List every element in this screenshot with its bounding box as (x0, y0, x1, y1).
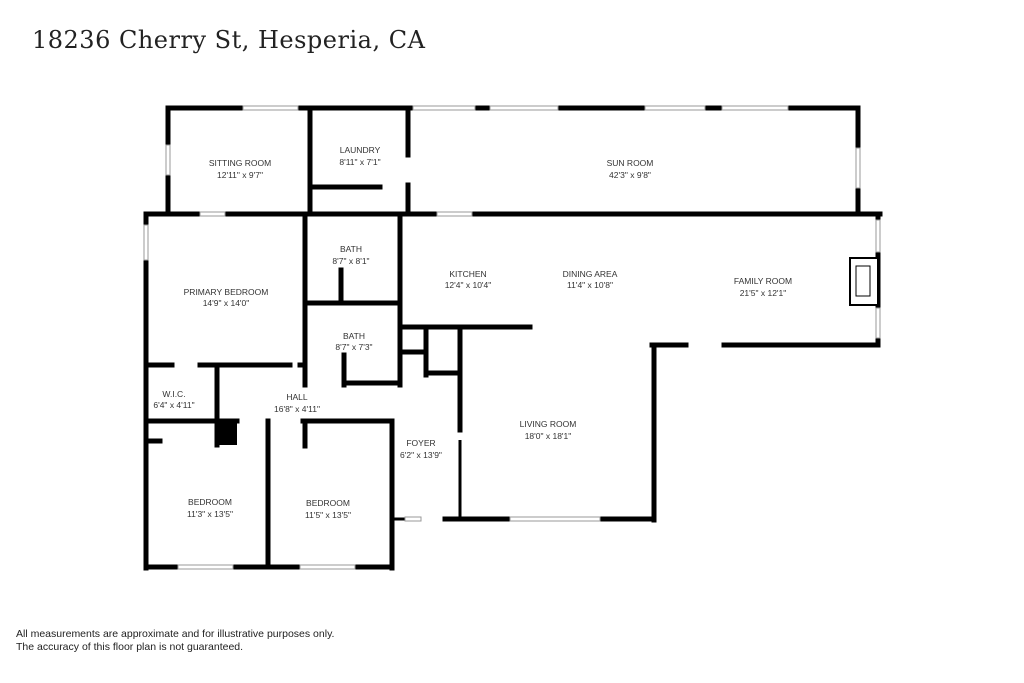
room-hall-name: HALL (286, 392, 308, 402)
room-bed2-name: BEDROOM (306, 498, 350, 508)
room-sitting-dims: 12'11" x 9'7" (217, 170, 263, 180)
disclaimer-line-2: The accuracy of this floor plan is not g… (16, 641, 244, 653)
room-living-name: LIVING ROOM (520, 419, 577, 429)
room-sun-name: SUN ROOM (607, 158, 654, 168)
room-primary-dims: 14'9" x 14'0" (203, 298, 250, 308)
walls (143, 105, 883, 571)
room-sun-dims: 42'3" x 9'8" (609, 170, 651, 180)
room-foyer-name: FOYER (406, 438, 435, 448)
room-bed1-name: BEDROOM (188, 497, 232, 507)
room-family-name: FAMILY ROOM (734, 276, 792, 286)
room-bed1-dims: 11'3" x 13'5" (187, 509, 233, 519)
room-sitting-name: SITTING ROOM (209, 158, 271, 168)
room-bath2-dims: 8'7" x 7'3" (335, 342, 372, 352)
room-dining-name: DINING AREA (563, 269, 618, 279)
room-bath1-dims: 8'7" x 8'1" (332, 256, 369, 266)
room-kitchen-dims: 12'4" x 10'4" (445, 280, 492, 290)
room-family-dims: 21'5" x 12'1" (740, 288, 787, 298)
room-living-dims: 18'0" x 18'1" (525, 431, 572, 441)
room-bed2-dims: 11'5" x 13'5" (305, 510, 351, 520)
room-kitchen-name: KITCHEN (449, 269, 486, 279)
room-bath2-name: BATH (343, 331, 365, 341)
room-labels: SITTING ROOM 12'11" x 9'7" LAUNDRY 8'11"… (153, 145, 792, 520)
disclaimer-line-1: All measurements are approximate and for… (16, 628, 335, 640)
fireplace (849, 257, 879, 306)
room-laundry-name: LAUNDRY (340, 145, 381, 155)
room-wic-dims: 6'4" x 4'11" (153, 400, 194, 410)
room-wic-name: W.I.C. (162, 389, 185, 399)
windows (143, 105, 881, 570)
room-laundry-dims: 8'11" x 7'1" (339, 157, 380, 167)
room-foyer-dims: 6'2" x 13'9" (400, 450, 442, 460)
property-address-title: 18236 Cherry St, Hesperia, CA (32, 26, 426, 54)
room-bath1-name: BATH (340, 244, 362, 254)
room-hall-dims: 16'8" x 4'11" (274, 404, 320, 414)
room-dining-dims: 11'4" x 10'8" (567, 280, 613, 290)
room-primary-name: PRIMARY BEDROOM (184, 287, 269, 297)
